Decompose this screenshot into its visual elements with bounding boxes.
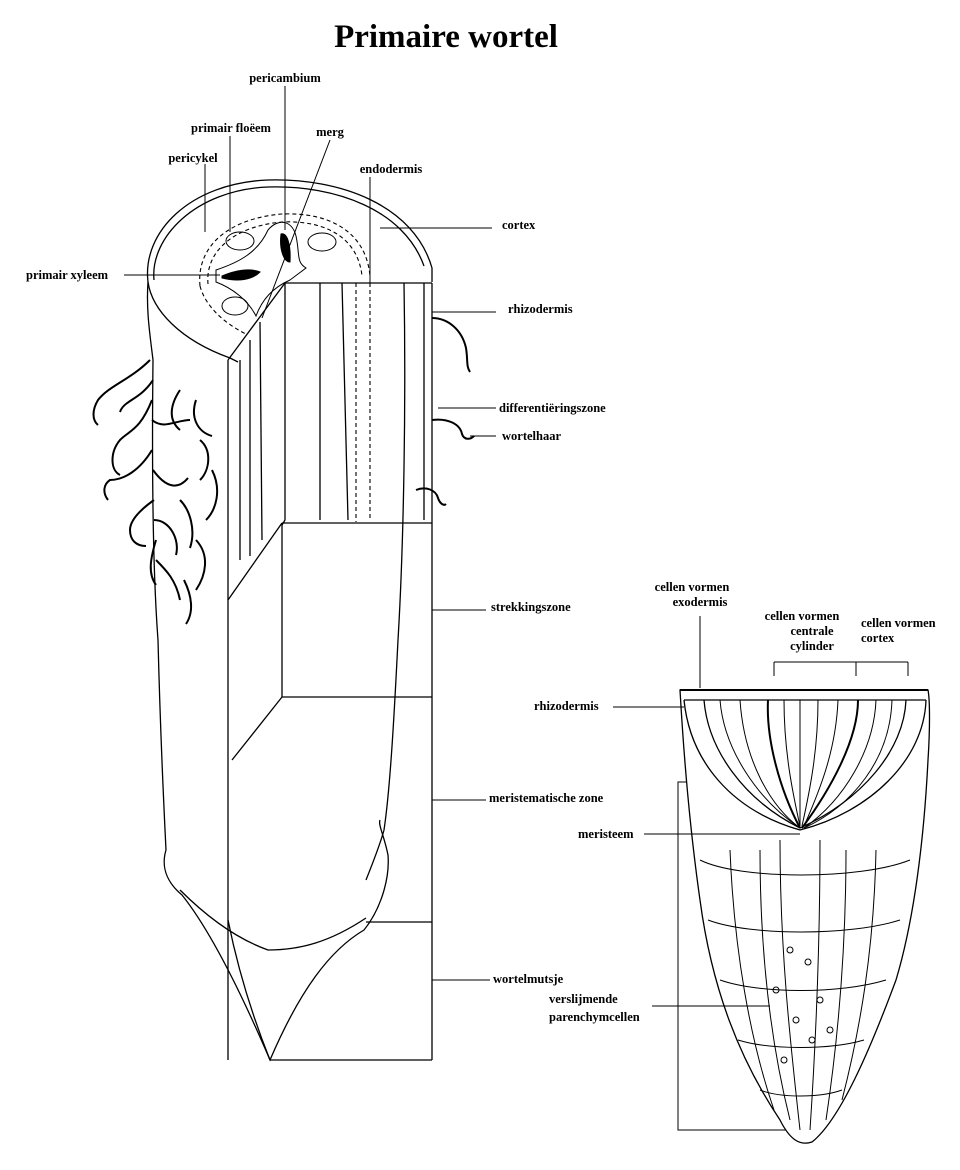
- root-tip-center: [227, 919, 271, 1061]
- label-merg: merg: [316, 125, 345, 139]
- label-differentieringszone: differentiëringszone: [499, 401, 606, 415]
- label-cellen-centrale-3: cylinder: [790, 639, 834, 653]
- cap-arc-4: [737, 1039, 865, 1048]
- root-outer-left-edge: [146, 281, 167, 851]
- cortex-band-inner: [799, 699, 907, 829]
- label-cellen-centrale-2: centrale: [790, 624, 833, 638]
- label-meristeem: meristeem: [578, 827, 634, 841]
- cortex-band-outer: [799, 699, 927, 831]
- root-longitudinal-drawing: [92, 179, 475, 1062]
- label-verslijmende-1: verslijmende: [549, 992, 618, 1006]
- label-cellen-centrale-1: cellen vormen: [765, 609, 840, 623]
- label-cellen-exodermis-2: exodermis: [673, 595, 728, 609]
- root-top-outer-ring-inner: [153, 186, 425, 281]
- cap-arc-2: [707, 919, 901, 933]
- block-diagonal-top: [227, 282, 286, 361]
- central-line-3: [801, 699, 819, 827]
- label-endodermis: endodermis: [360, 162, 423, 176]
- phloem-oval-top-left: [225, 231, 255, 251]
- root-tip-section: [679, 689, 931, 1144]
- rhizodermis-band-inner: [703, 699, 801, 829]
- central-line-1: [783, 699, 801, 827]
- rhizo-line-b: [739, 699, 801, 829]
- cortex-cut-curve: [147, 281, 239, 363]
- label-pericambium: pericambium: [249, 71, 321, 85]
- root-hairs-left: [92, 359, 219, 625]
- central-cylinder-left: [766, 699, 801, 829]
- root-cap-outline: [163, 819, 389, 1062]
- xylem-star-outline: [215, 221, 307, 318]
- cortex-line-b: [803, 699, 893, 829]
- cap-column-6: [841, 849, 877, 1101]
- rhizodermis-band-outer: [683, 699, 801, 831]
- label-rhizodermis-right: rhizodermis: [534, 699, 599, 713]
- cap-arc-3: [719, 979, 887, 991]
- root-cap-inner-arc: [179, 889, 367, 951]
- label-pericykel: pericykel: [168, 151, 218, 165]
- root-hairs-right: [415, 317, 475, 506]
- phloem-oval-bottom-left: [221, 296, 249, 316]
- label-cellen-cortex-2: cortex: [861, 631, 895, 645]
- block-inner-left-4: [259, 321, 263, 541]
- right-leader-lines: [613, 616, 909, 1131]
- label-primair-xyleem: primair xyleem: [26, 268, 109, 282]
- zone-box-left-1: [227, 522, 283, 1060]
- stele-line-2: [341, 282, 349, 521]
- xylem-arm-left: [221, 269, 261, 281]
- cortex-line-right: [365, 282, 406, 881]
- cap-column-1: [759, 849, 791, 1121]
- cap-column-5: [729, 849, 775, 1111]
- cap-column-4: [825, 849, 847, 1121]
- label-verslijmende-2: parenchymcellen: [549, 1010, 640, 1024]
- label-wortelhaar: wortelhaar: [502, 429, 561, 443]
- xylem-arm-top: [280, 233, 291, 263]
- cap-column-2: [779, 839, 801, 1131]
- mucilage-cells: [772, 946, 834, 1064]
- block-cut-front-vertical: [281, 283, 286, 526]
- endodermis-ring-lower: [199, 285, 247, 335]
- label-wortelmutsje: wortelmutsje: [493, 972, 564, 986]
- cap-arc-1: [699, 859, 911, 876]
- cap-arc-5: [759, 1089, 843, 1097]
- root-top-outer-ring: [146, 179, 433, 283]
- root-tip-outline: [679, 689, 931, 1144]
- label-cellen-cortex-1: cellen vormen: [861, 616, 936, 630]
- rhizo-line-a: [719, 699, 801, 829]
- cortex-line-a: [803, 699, 877, 829]
- central-line-4: [803, 699, 839, 827]
- label-cortex: cortex: [502, 218, 536, 232]
- label-rhizodermis: rhizodermis: [508, 302, 573, 316]
- label-cellen-exodermis-1: cellen vormen: [655, 580, 730, 594]
- endodermis-ring: [199, 213, 371, 287]
- diagram-title: Primaire wortel: [334, 19, 558, 55]
- zone-box-diag: [231, 696, 283, 761]
- label-primair-floeem: primair floëem: [191, 121, 272, 135]
- cap-column-3: [809, 839, 821, 1131]
- left-leader-lines: [124, 86, 496, 981]
- central-cylinder-right: [801, 699, 859, 829]
- phloem-oval-top-right: [307, 232, 337, 252]
- label-meristematische-zone: meristematische zone: [489, 791, 604, 805]
- label-strekkingszone: strekkingszone: [491, 600, 571, 614]
